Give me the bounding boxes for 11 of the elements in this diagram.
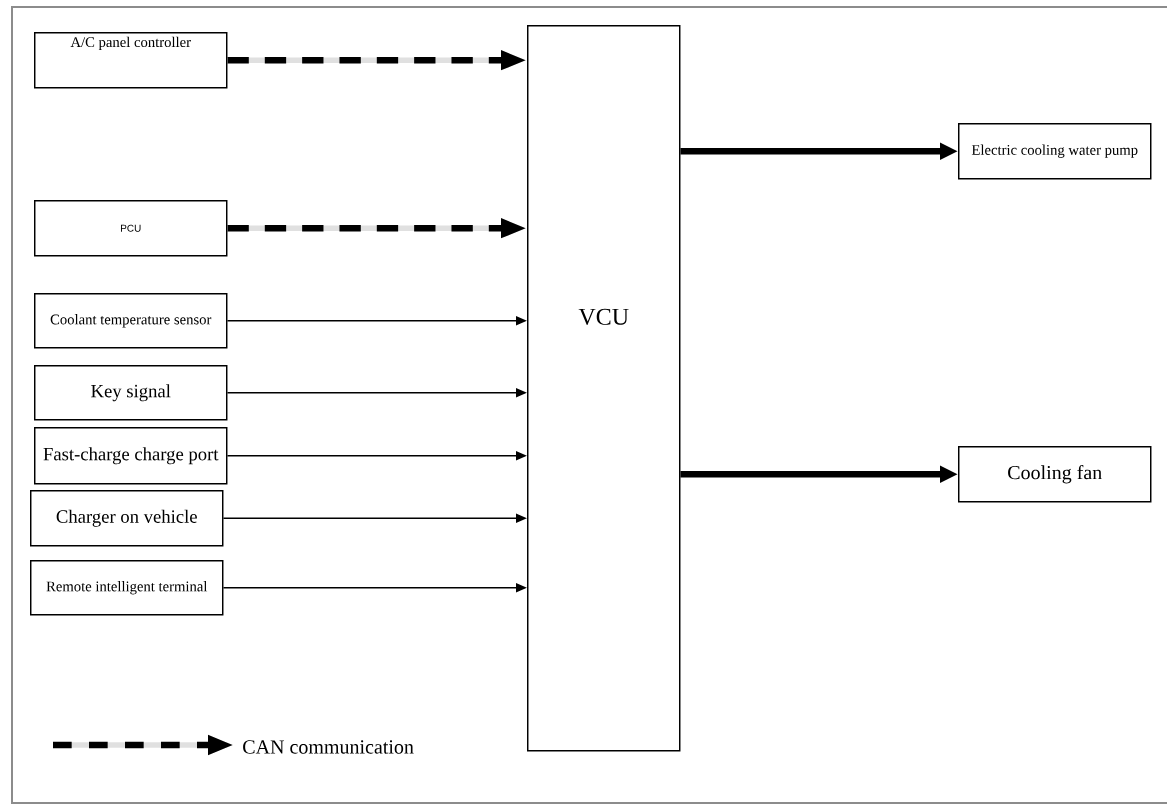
- controller-box: VCU: [527, 25, 681, 752]
- output-box: Electric cooling water pump: [958, 123, 1152, 180]
- input-box: PCU: [34, 200, 228, 257]
- input-box: A/C panel controller: [34, 32, 228, 89]
- input-box: Remote intelligent terminal: [30, 560, 224, 616]
- input-box: Fast-charge charge port: [34, 427, 228, 485]
- legend-text: CAN communication: [243, 740, 414, 754]
- input-box: Coolant temperature sensor: [34, 293, 228, 349]
- output-box: Cooling fan: [958, 446, 1152, 503]
- input-box: Charger on vehicle: [30, 490, 224, 547]
- input-box: Key signal: [34, 365, 228, 421]
